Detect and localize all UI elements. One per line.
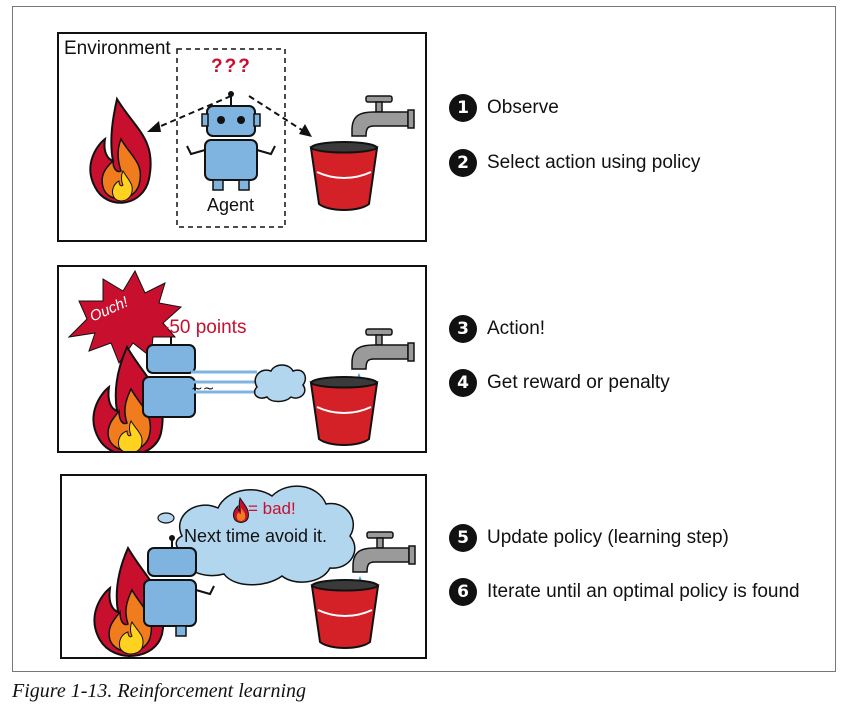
- panel-1-illustration: [89, 48, 415, 228]
- step-update-policy: 5 Update policy (learning step): [449, 523, 729, 553]
- step-number-badge: 6: [449, 578, 477, 606]
- panel-update: = bad! Next time avoid it.: [60, 474, 427, 659]
- fire-icon: [89, 96, 152, 204]
- water-tap-icon: [351, 328, 415, 383]
- thought-bubble-dot: [157, 512, 175, 524]
- figure-caption: Figure 1-13. Reinforcement learning: [12, 680, 307, 702]
- step-label: Observe: [487, 97, 559, 118]
- step-label: Select action using policy: [487, 152, 701, 173]
- ouch-burst-icon: [67, 269, 183, 365]
- water-tap-icon: [351, 95, 415, 137]
- arrow-to-fire: [153, 95, 232, 130]
- fire-icon: [233, 496, 249, 523]
- agent-label: Agent: [207, 195, 255, 215]
- step-action: 3 Action!: [449, 314, 545, 344]
- step-select-action: 2 Select action using policy: [449, 148, 700, 178]
- panel-3-illustration: [93, 485, 416, 657]
- points-label: -50 points: [163, 317, 247, 338]
- fire-icon: [92, 344, 164, 451]
- arrow-to-bucket: [248, 95, 306, 133]
- panel-action: ~~ Ouch! -50 points: [57, 265, 427, 453]
- environment-label: Environment: [64, 38, 171, 59]
- bad-label: = bad!: [248, 499, 296, 518]
- question-marks: ???: [211, 56, 252, 77]
- step-reward: 4 Get reward or penalty: [449, 368, 670, 398]
- agent-box: [176, 48, 286, 228]
- step-number-badge: 1: [449, 94, 477, 122]
- bucket-icon: [310, 579, 380, 649]
- step-number-badge: 2: [449, 149, 477, 177]
- step-number-badge: 4: [449, 369, 477, 397]
- dust-cloud-icon: [253, 364, 307, 403]
- robot-agent-icon: [143, 535, 215, 637]
- figure-frame: [12, 6, 836, 672]
- robot-agent-icon: ~~: [142, 337, 214, 418]
- bucket-icon: [309, 376, 379, 446]
- step-label: Update policy (learning step): [487, 527, 729, 548]
- panel-observe: Environment ??? Agent: [57, 32, 427, 242]
- water-tap-icon: [352, 531, 416, 586]
- step-iterate: 6 Iterate until an optimal policy is fou…: [449, 577, 800, 607]
- step-observe: 1 Observe: [449, 93, 559, 123]
- step-label: Iterate until an optimal policy is found: [487, 581, 800, 602]
- avoid-label: Next time avoid it.: [184, 526, 328, 546]
- step-number-badge: 5: [449, 524, 477, 552]
- step-label: Action!: [487, 318, 546, 339]
- bucket-icon: [309, 141, 379, 211]
- panel-2-illustration: ~~: [67, 269, 415, 451]
- step-label: Get reward or penalty: [487, 372, 670, 393]
- step-number-badge: 3: [449, 315, 477, 343]
- robot-agent-icon: [186, 91, 276, 191]
